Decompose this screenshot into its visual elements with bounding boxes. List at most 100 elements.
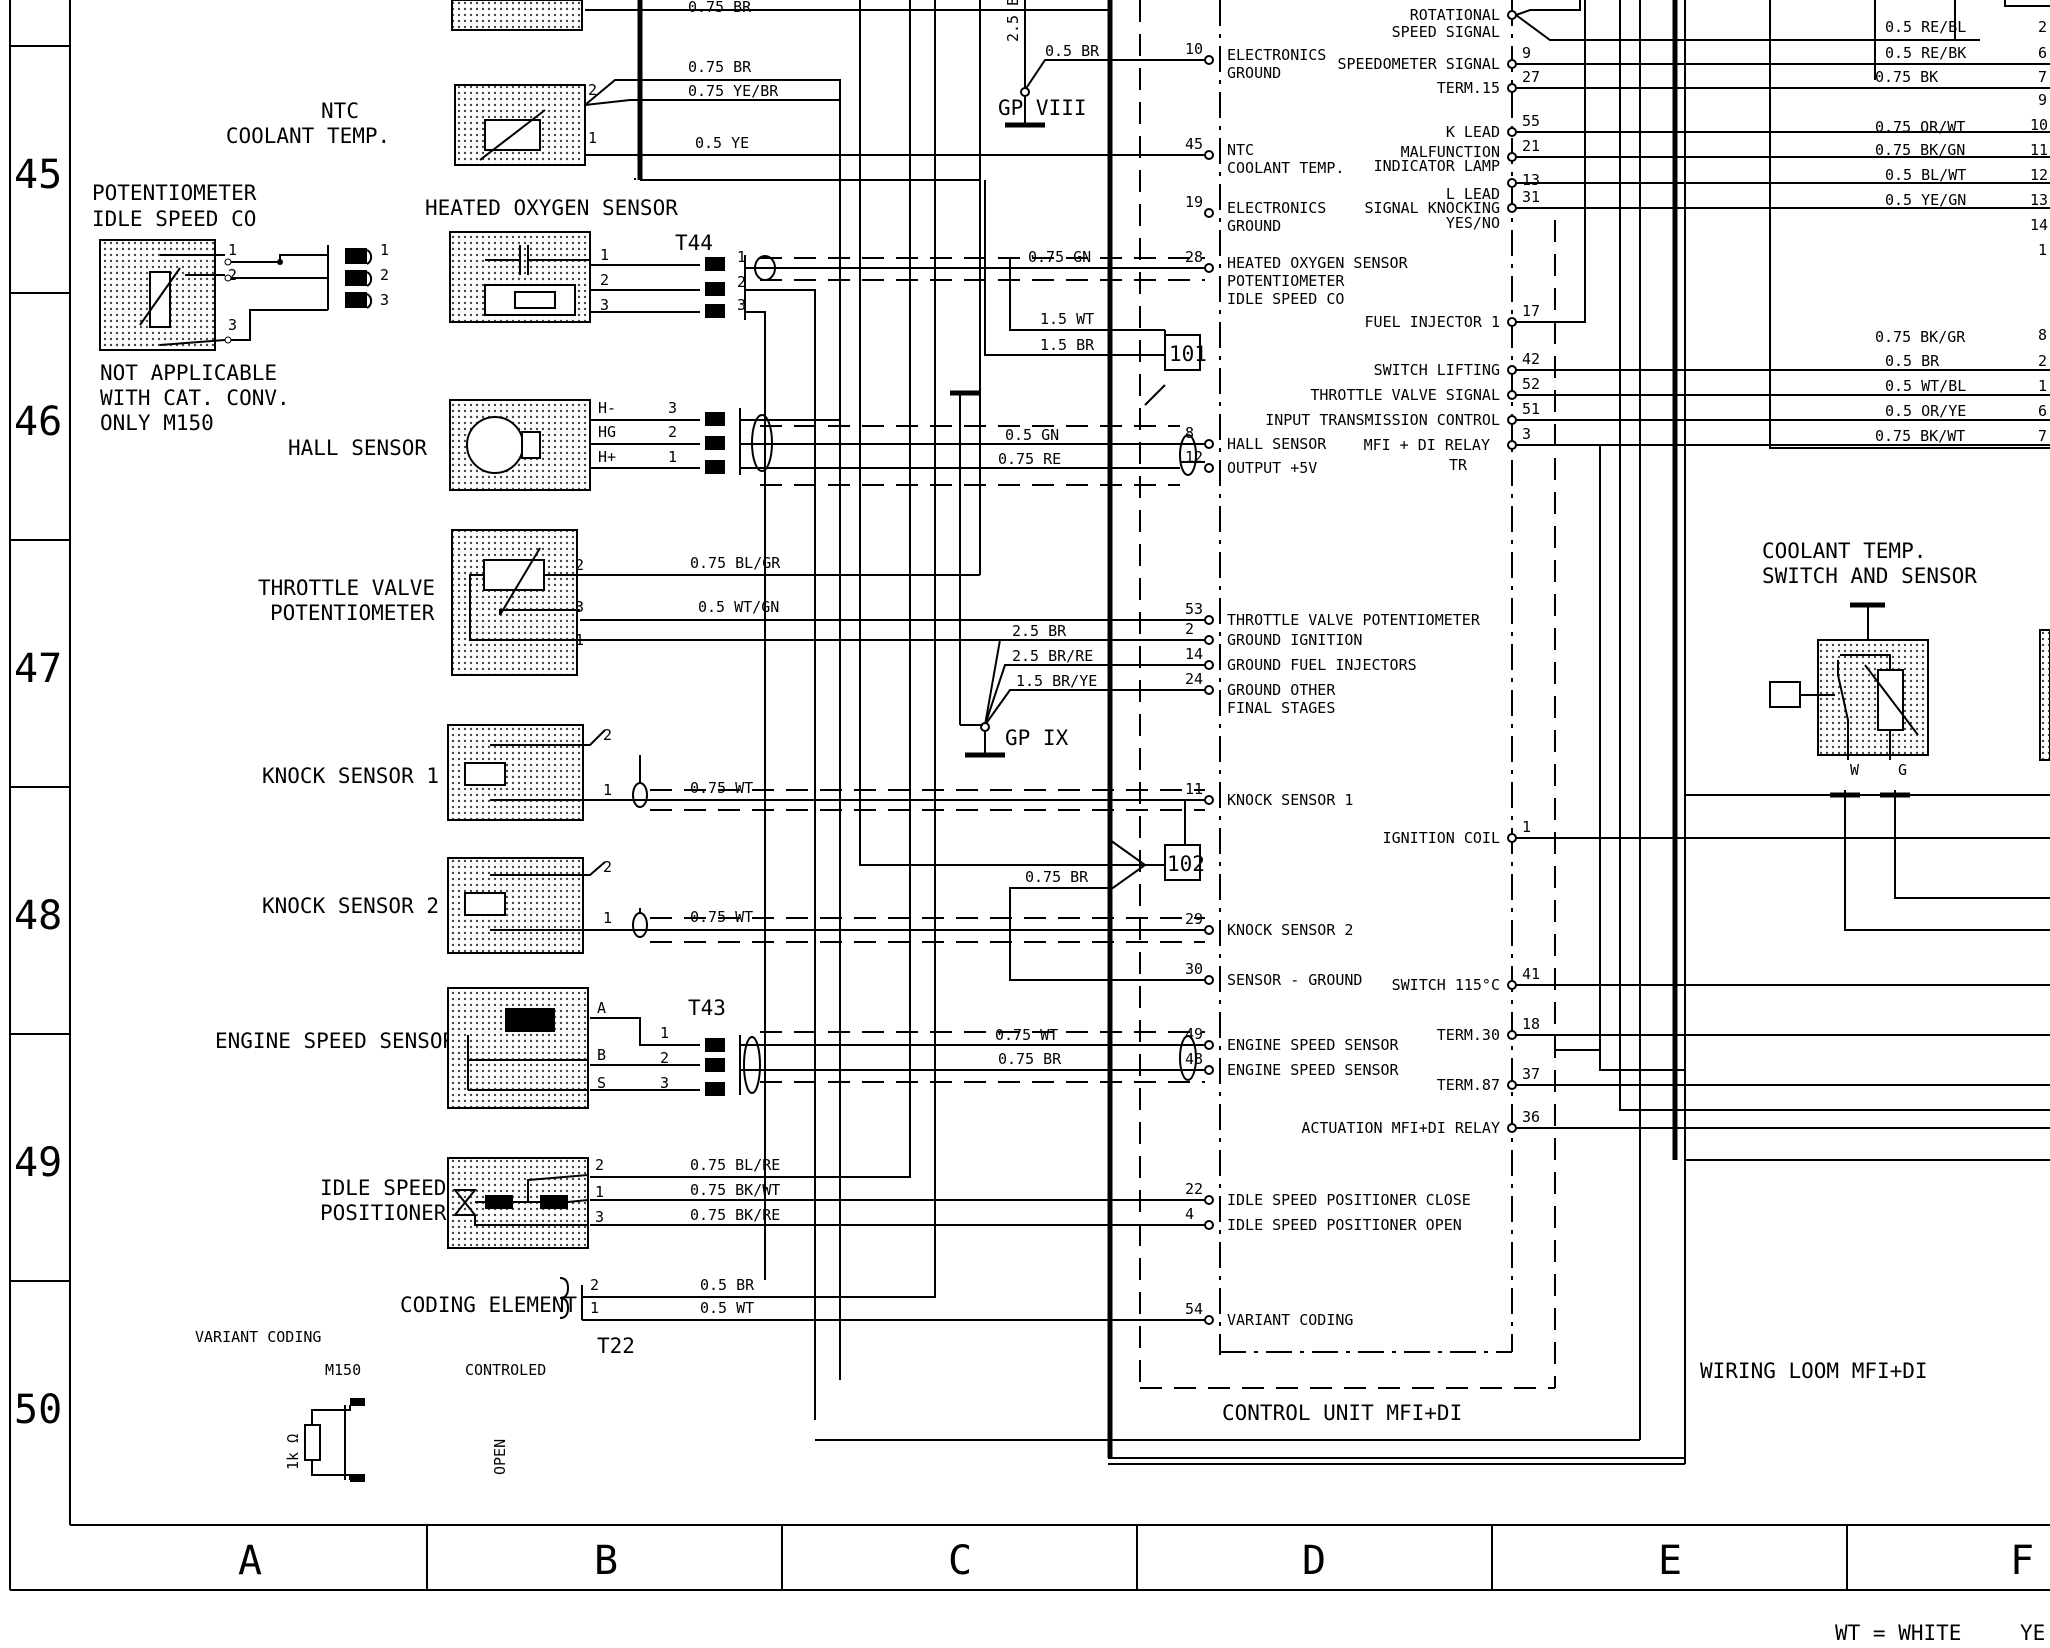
- column-letter: D: [1302, 1538, 1326, 1584]
- pot-pin: 3: [228, 316, 237, 334]
- knock1-pin: 1: [603, 781, 612, 799]
- wire-label: 0.5 WT: [700, 1299, 754, 1317]
- ecu-label: YES/NO: [1446, 214, 1500, 232]
- hall-pin: H-: [598, 399, 616, 417]
- wire-label: 0.5 WT/GN: [698, 598, 779, 616]
- is-pin: 1: [595, 1183, 604, 1201]
- pin-number: 4: [1185, 1205, 1194, 1223]
- ce-pin: 2: [590, 1276, 599, 1294]
- column-letter: C: [948, 1538, 972, 1584]
- ecu-label: ROTATIONAL: [1410, 6, 1500, 24]
- wire-label: 0.5 BR: [700, 1276, 755, 1294]
- ecu-label: SWITCH LIFTING: [1374, 361, 1500, 379]
- edge-pin: 1: [2038, 241, 2047, 259]
- resistor-label: 1k Ω: [284, 1434, 302, 1470]
- knock2-pin: 2: [603, 858, 612, 876]
- ntc-label: NTC: [321, 99, 359, 123]
- ecu-label: GROUND IGNITION: [1227, 631, 1362, 649]
- wire-label: 0.75 BR: [998, 1050, 1062, 1068]
- pot-pin: 2: [228, 266, 237, 284]
- wiring-loom-label: WIRING LOOM MFI+DI: [1700, 1359, 1928, 1383]
- relay-101: 101: [950, 334, 1207, 406]
- right-edge-pins: 2 6 7 9 10 11 12 13 14 1 8 2 1 6 7: [2030, 18, 2048, 445]
- not-applicable-note: WITH CAT. CONV.: [100, 386, 290, 410]
- ecu-label: K LEAD: [1446, 123, 1500, 141]
- edge-pin: 10: [2030, 116, 2048, 134]
- wire-label: 0.75 WT: [690, 779, 753, 797]
- ecu-label: HALL SENSOR: [1227, 435, 1327, 453]
- throttle-valve-potentiometer: THROTTLE VALVE POTENTIOMETER 2 3 1 0.75 …: [258, 0, 1205, 676]
- pin-number: 37: [1522, 1065, 1540, 1083]
- wire-label: 0.75 BR: [688, 0, 752, 16]
- coding-element: CODING ELEMENT T22 2 1 0.5 BR 0.5 WT: [400, 0, 1205, 1358]
- page-frame: 45 46 47 48 49 50 A B C D E F WT = WHITE…: [9, 0, 2050, 1645]
- ntc-pin: 1: [588, 129, 597, 147]
- wire-label: 2.5 BR: [1012, 622, 1067, 640]
- wire-label: 0.75 BK/WT: [1875, 427, 1965, 445]
- ecu-label: ENGINE SPEED SENSOR: [1227, 1061, 1400, 1079]
- pin-number: 19: [1185, 193, 1203, 211]
- ecu-label: ENGINE SPEED SENSOR: [1227, 1036, 1400, 1054]
- row-dividers: [10, 45, 70, 1282]
- wire-label: 0.75 RE: [998, 450, 1061, 468]
- wire-label: 0.5 GN: [1005, 426, 1059, 444]
- edge-pin: 11: [2030, 141, 2048, 159]
- pin-number: 42: [1522, 350, 1540, 368]
- ground-point-gp8: 2.5 B 0.5 BR GP VIII: [998, 0, 1205, 128]
- pin-number: 13: [1522, 171, 1540, 189]
- hall-sensor: HALL SENSOR H- HG H+ 3 2 1 0.5 GN 0.75 R…: [288, 399, 1205, 491]
- ecu-label: SENSOR - GROUND: [1227, 971, 1362, 989]
- ecu-label: OUTPUT +5V: [1227, 459, 1317, 477]
- ecu-label: GROUND: [1227, 217, 1281, 235]
- hall-pin-num: 3: [668, 399, 677, 417]
- knock1-label: KNOCK SENSOR 1: [262, 764, 439, 788]
- es-pin: B: [597, 1046, 606, 1064]
- knock1-pin: 2: [603, 726, 612, 744]
- edge-pin: 8: [2038, 326, 2047, 344]
- pot-label: IDLE SPEED CO: [92, 207, 256, 231]
- ecu-label: TERM.87: [1437, 1076, 1500, 1094]
- row-number: 46: [14, 399, 62, 445]
- ecu-label: SPEED SIGNAL: [1392, 23, 1500, 41]
- pin-number: 54: [1185, 1300, 1203, 1318]
- pin-number: 12: [1185, 448, 1203, 466]
- relay-101-label: 101: [1169, 342, 1207, 366]
- is-label: POSITIONER: [320, 1201, 447, 1225]
- knock-sensor-1: KNOCK SENSOR 1 2 1 0.75 WT: [262, 724, 1205, 821]
- wire-label: 2.5 B: [1004, 0, 1022, 42]
- hos-pin: 1: [600, 246, 609, 264]
- wiring-loom: WIRING LOOM MFI+DI: [815, 0, 1928, 1465]
- ecu-label: GROUND FUEL INJECTORS: [1227, 656, 1417, 674]
- wire-label: 0.5 WT/BL: [1885, 377, 1966, 395]
- knock2-pin: 1: [603, 909, 612, 927]
- knock2-label: KNOCK SENSOR 2: [262, 894, 439, 918]
- ecu-label: TR: [1449, 456, 1468, 474]
- edge-pin: 6: [2038, 44, 2047, 62]
- hos-pin: 3: [600, 296, 609, 314]
- ecu-label: MFI + DI RELAY: [1364, 436, 1490, 454]
- pin-number: 22: [1185, 1180, 1203, 1198]
- ecu-left-pins: 10 ELECTRONICS GROUND 45 NTC COOLANT TEM…: [1185, 40, 1481, 1329]
- ecu-label: HEATED OXYGEN SENSOR: [1227, 254, 1409, 272]
- pin-number: 24: [1185, 670, 1203, 688]
- ecu-label: SIGNAL KNOCKING: [1365, 199, 1500, 217]
- edge-pin: 1: [2038, 377, 2047, 395]
- pin-number: 21: [1522, 137, 1540, 155]
- edge-pin: 14: [2030, 216, 2048, 234]
- edge-pin: 9: [2038, 91, 2047, 109]
- wire-label: 0.75 GN: [1028, 248, 1091, 266]
- hall-label: HALL SENSOR: [288, 436, 427, 460]
- row-number: 50: [14, 1387, 62, 1433]
- ecu-label: IDLE SPEED POSITIONER OPEN: [1227, 1216, 1462, 1234]
- controled-label: CONTROLED: [465, 1361, 546, 1379]
- throttle-label: POTENTIOMETER: [270, 601, 435, 625]
- wire-label: 1.5 WT: [1040, 310, 1094, 328]
- idle-speed-positioner: IDLE SPEED POSITIONER 2 1 3 0.75 BL/RE 0…: [320, 0, 1205, 1249]
- wire-label: 0.5 BL/WT: [1885, 166, 1966, 184]
- ground-point-gp9: 2.5 BR 2.5 BR/RE 1.5 BR/YE GP IX: [959, 393, 1205, 758]
- hall-pin-num: 1: [668, 448, 677, 466]
- pin-number: 55: [1522, 112, 1540, 130]
- pot-terminal: 1: [380, 241, 389, 259]
- coolant-temp-switch-sensor: COOLANT TEMP. SWITCH AND SENSOR W G: [1762, 539, 2050, 798]
- column-letter: F: [2010, 1538, 2034, 1584]
